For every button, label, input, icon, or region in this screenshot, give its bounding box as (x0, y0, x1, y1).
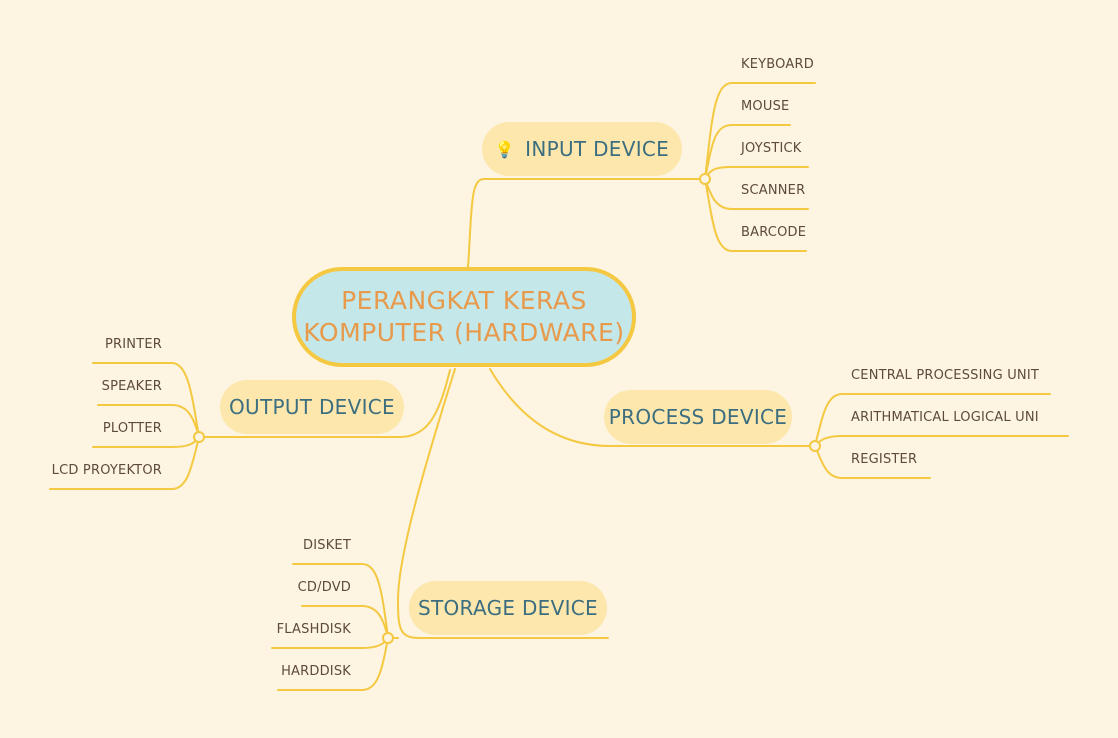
node-output (193, 431, 205, 443)
connector-disket (292, 563, 389, 639)
leaf-harddisk[interactable]: HARDDISK (281, 664, 351, 679)
connector-output (198, 369, 451, 438)
connector-mouse (704, 124, 791, 180)
central-topic-line1: PERANGKAT KERAS (341, 286, 587, 315)
leaf-flashdisk[interactable]: FLASHDISK (276, 622, 351, 637)
node-process (809, 440, 821, 452)
connector-flashdisk (271, 637, 389, 649)
connector-process (489, 368, 816, 447)
leaf-disket[interactable]: DISKET (303, 538, 351, 553)
connector-harddisk (277, 637, 389, 691)
connector-plotter (92, 436, 200, 448)
leaf-cd-dvd[interactable]: CD/DVD (297, 580, 351, 595)
connector-lcd (49, 436, 200, 490)
node-storage (382, 632, 394, 644)
connector-barcode (704, 178, 807, 252)
branch-storage-label: STORAGE DEVICE (418, 596, 598, 620)
leaf-scanner[interactable]: SCANNER (741, 183, 806, 198)
connector-input (467, 178, 706, 268)
connector-alu (814, 435, 1069, 447)
connector-keyboard (704, 82, 816, 180)
branch-input-label: INPUT DEVICE (525, 137, 670, 161)
connector-printer (92, 362, 200, 438)
leaf-speaker[interactable]: SPEAKER (101, 379, 162, 394)
leaf-joystick[interactable]: JOYSTICK (741, 141, 802, 156)
leaf-alu[interactable]: ARITHMATICAL LOGICAL UNI (851, 410, 1039, 425)
central-topic-line2: KOMPUTER (HARDWARE) (303, 318, 625, 347)
leaf-printer[interactable]: PRINTER (104, 337, 162, 352)
node-input (699, 173, 711, 185)
lightbulb-icon: 💡 (494, 139, 516, 159)
leaf-register[interactable]: REGISTER (851, 452, 918, 467)
connector-joystick (704, 166, 809, 180)
central-topic[interactable]: PERANGKAT KERAS KOMPUTER (HARDWARE) (292, 267, 636, 367)
leaf-barcode[interactable]: BARCODE (741, 225, 807, 240)
connector-cpu (814, 393, 1051, 447)
leaf-plotter[interactable]: PLOTTER (102, 421, 162, 436)
branch-output-device[interactable]: OUTPUT DEVICE (220, 380, 404, 434)
leaf-cpu[interactable]: CENTRAL PROCESSING UNIT (851, 368, 1040, 383)
leaf-keyboard[interactable]: KEYBOARD (741, 57, 814, 72)
leaf-mouse[interactable]: MOUSE (741, 99, 790, 114)
branch-output-label: OUTPUT DEVICE (229, 395, 395, 419)
branch-input-device[interactable]: 💡 INPUT DEVICE (482, 122, 682, 176)
branch-process-label: PROCESS DEVICE (608, 405, 788, 429)
leaf-lcd-proyektor[interactable]: LCD PROYEKTOR (51, 463, 162, 478)
branch-storage-device[interactable]: STORAGE DEVICE (409, 581, 607, 635)
branch-process-device[interactable]: PROCESS DEVICE (604, 390, 792, 444)
connector-storage (396, 368, 609, 639)
